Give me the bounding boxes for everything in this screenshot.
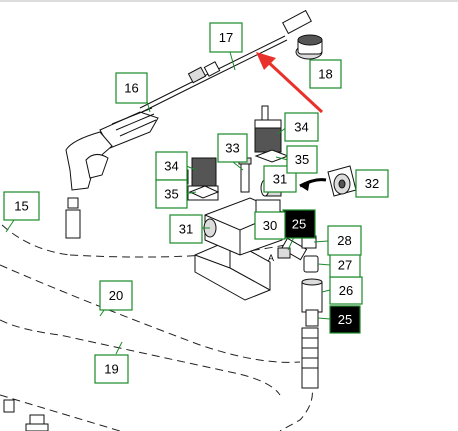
fitting-stack [277, 235, 323, 389]
callout-16: 16 [115, 72, 148, 104]
callout-31-left: 31 [169, 214, 203, 244]
svg-text:34: 34 [164, 159, 178, 174]
svg-text:26: 26 [339, 283, 353, 298]
svg-text:15: 15 [14, 199, 28, 214]
svg-text:31: 31 [273, 172, 287, 187]
svg-text:35: 35 [164, 187, 178, 202]
callout-18: 18 [309, 59, 342, 89]
lance-assembly [139, 9, 312, 113]
callout-30: 30 [254, 211, 286, 240]
callout-32: 32 [355, 169, 389, 198]
callout-35-left: 35 [155, 179, 188, 209]
svg-text:25: 25 [338, 312, 352, 327]
highlight-arrow [256, 52, 324, 114]
svg-text:34: 34 [294, 120, 308, 135]
svg-text:32: 32 [365, 176, 379, 191]
callout-15: 15 [3, 191, 40, 221]
svg-text:17: 17 [219, 30, 233, 45]
trigger-gun [65, 107, 159, 239]
callout-27: 27 [329, 252, 361, 278]
svg-text:19: 19 [104, 362, 118, 377]
callout-35-right: 35 [286, 145, 318, 174]
callout-19: 19 [94, 354, 129, 384]
svg-text:16: 16 [124, 81, 138, 96]
svg-text:30: 30 [263, 218, 277, 233]
svg-text:20: 20 [109, 288, 123, 303]
svg-text:25: 25 [292, 217, 306, 232]
callout-26: 26 [329, 276, 363, 305]
callout-34-right: 34 [284, 112, 319, 142]
nozzle-part [295, 34, 323, 60]
callout-25-bottom: 25 [329, 305, 361, 334]
svg-text:31: 31 [179, 222, 193, 237]
svg-text:28: 28 [337, 233, 351, 248]
svg-text:33: 33 [225, 141, 239, 156]
callout-17: 17 [209, 22, 243, 53]
svg-text:18: 18 [318, 67, 332, 82]
callout-28: 28 [327, 225, 362, 256]
svg-text:35: 35 [295, 152, 309, 167]
left-hose-fittings [3, 399, 49, 431]
callout-20: 20 [99, 280, 133, 311]
coupling-part [299, 165, 357, 197]
svg-text:27: 27 [338, 258, 352, 273]
hose-lines [0, 224, 313, 431]
callout-33: 33 [217, 133, 248, 163]
callout-25-top: 25 [282, 209, 316, 239]
callout-34-left: 34 [155, 151, 188, 181]
connection-letter-a: A [268, 253, 274, 263]
